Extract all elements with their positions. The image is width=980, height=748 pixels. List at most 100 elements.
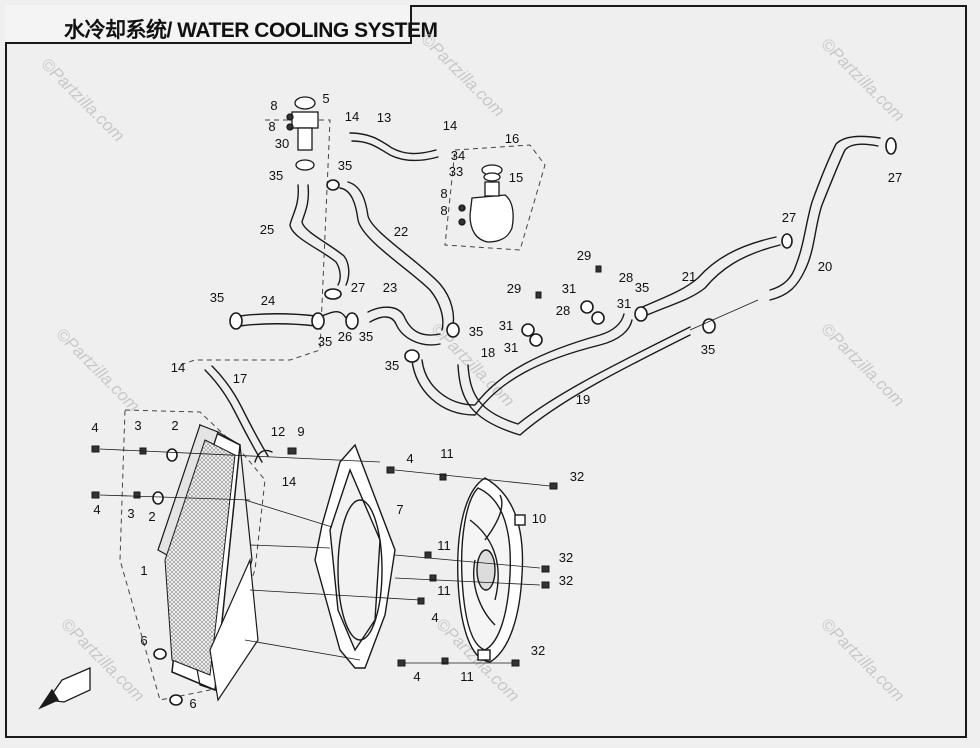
part-callout: 16 — [505, 131, 519, 146]
part-callout: 31 — [562, 281, 576, 296]
part-callout: 29 — [507, 281, 521, 296]
part-callout: 27 — [782, 210, 796, 225]
watermark-text: ©Partzilla.com — [37, 54, 128, 145]
part-callout: 33 — [449, 164, 463, 179]
hose-13 — [349, 132, 437, 155]
expansion-tank — [458, 164, 514, 243]
expansion-tank-outline — [444, 144, 546, 251]
part-callout: 32 — [531, 643, 545, 658]
hose-24 — [239, 313, 317, 317]
part-callout: 8 — [268, 119, 275, 134]
part-callout: 28 — [556, 303, 570, 318]
radiator — [157, 423, 259, 702]
part-callout: 35 — [338, 158, 352, 173]
hose-24-inner — [239, 323, 317, 327]
part-callout: 11 — [440, 446, 454, 461]
bolts — [91, 265, 602, 667]
part-callout: 35 — [701, 342, 715, 357]
part-callout: 8 — [270, 98, 277, 113]
part-callout: 4 — [91, 420, 98, 435]
hose-17-inner — [211, 365, 269, 457]
hose-23-inner — [369, 316, 441, 346]
hose-26 — [321, 311, 347, 319]
part-callout: 26 — [338, 329, 352, 344]
front-direction-icon — [38, 667, 91, 710]
part-callout: 20 — [818, 259, 832, 274]
part-callout: 14 — [443, 118, 457, 133]
part-callout: 19 — [576, 392, 590, 407]
part-callout: 4 — [406, 451, 413, 466]
part-callout: 31 — [504, 340, 518, 355]
part-callout: 35 — [635, 280, 649, 295]
part-callout: 11 — [460, 669, 474, 684]
part-callout: 23 — [383, 280, 397, 295]
part-callout: 4 — [93, 502, 100, 517]
part-callout: 22 — [394, 224, 408, 239]
hose-group — [204, 132, 881, 463]
part-callout: 8 — [440, 203, 447, 218]
part-callout: 3 — [134, 418, 141, 433]
part-callout: 7 — [396, 502, 403, 517]
hose-23 — [367, 306, 441, 336]
part-callout: 2 — [148, 509, 155, 524]
part-callout: 29 — [577, 248, 591, 263]
watermark-text: ©Partzilla.com — [817, 319, 908, 410]
part-callout: 32 — [559, 573, 573, 588]
hose-21 — [639, 244, 781, 319]
part-callout: 11 — [437, 538, 451, 553]
part-callout: 14 — [171, 360, 185, 375]
hose-clamps — [152, 137, 897, 706]
part-callout: 35 — [469, 324, 483, 339]
part-callout: 21 — [682, 269, 696, 284]
hose-25 — [289, 184, 341, 286]
part-callout: 2 — [171, 418, 178, 433]
hose-21-inner — [639, 236, 777, 309]
part-callout: 5 — [322, 91, 329, 106]
cooling-fan — [457, 477, 526, 663]
part-callout: 30 — [275, 136, 289, 151]
part-callout: 8 — [440, 186, 447, 201]
part-callout: 28 — [619, 270, 633, 285]
part-callout: 4 — [431, 610, 438, 625]
hose-17 — [204, 369, 263, 463]
part-callout: 13 — [377, 110, 391, 125]
pipe-20 — [769, 143, 879, 301]
watermark-text: ©Partzilla.com — [52, 324, 143, 415]
part-callout: 24 — [261, 293, 275, 308]
part-callout: 6 — [189, 696, 196, 711]
hose-22-inner — [347, 181, 455, 331]
part-callout: 14 — [282, 474, 296, 489]
hose-22 — [339, 187, 444, 331]
pipe-18 — [411, 319, 633, 416]
part-callout: 35 — [269, 168, 283, 183]
part-callout: 34 — [451, 148, 465, 163]
part-callout: 35 — [210, 290, 224, 305]
part-callout: 35 — [318, 334, 332, 349]
fan-shroud — [314, 443, 396, 669]
part-callout: 15 — [509, 170, 523, 185]
part-callout: 6 — [140, 633, 147, 648]
part-callout: 32 — [559, 550, 573, 565]
pipe-18-inner — [421, 313, 625, 406]
radiator-outline — [119, 409, 266, 701]
part-callout: 27 — [888, 170, 902, 185]
assembly-outlines — [119, 119, 546, 701]
part-callout: 35 — [359, 329, 373, 344]
part-callout: 31 — [499, 318, 513, 333]
hose-13-inner — [351, 140, 439, 162]
part-callout: 3 — [127, 506, 134, 521]
part-callout: 9 — [297, 424, 304, 439]
part-callout: 14 — [345, 109, 359, 124]
part-callout: 17 — [233, 371, 247, 386]
thermostat-housing — [286, 96, 319, 171]
page-title: 水冷却系统/ WATER COOLING SYSTEM — [64, 19, 438, 42]
part-callout: 32 — [570, 469, 584, 484]
pipe-20-inner — [769, 135, 881, 291]
pipe-19-inner — [467, 326, 691, 425]
diagram-frame — [5, 5, 967, 738]
part-callout: 35 — [385, 358, 399, 373]
hose-25-inner — [301, 184, 350, 286]
